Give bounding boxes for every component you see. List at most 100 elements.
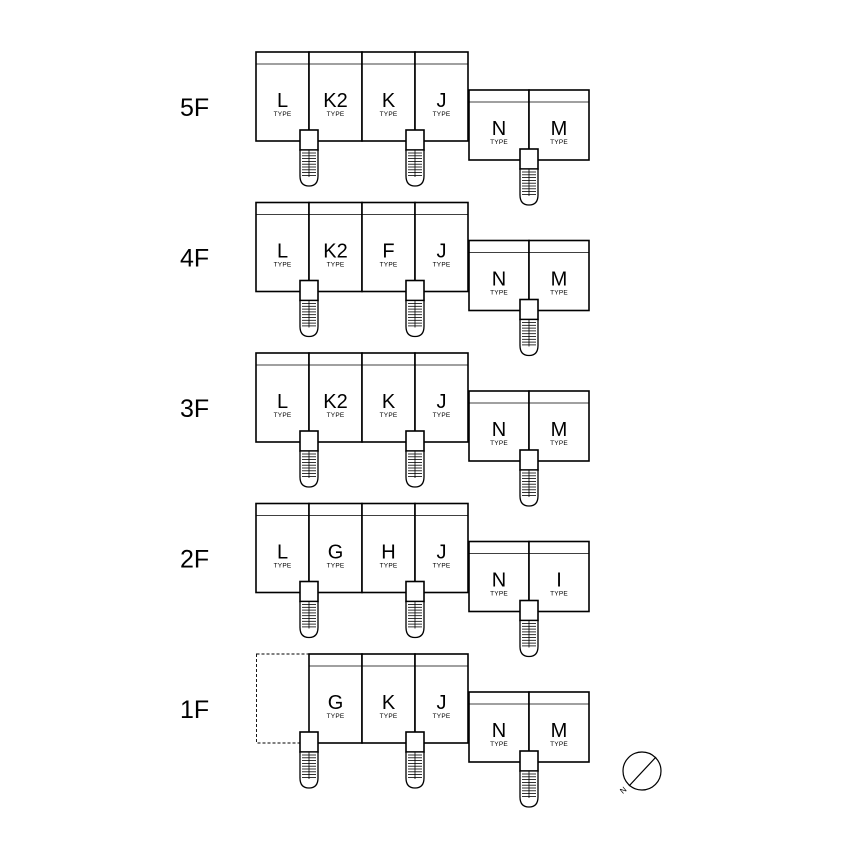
stair-icon [519, 599, 539, 658]
unit-type-label: TYPE [274, 111, 292, 118]
unit-type-label: TYPE [380, 412, 398, 419]
unit-type-label: TYPE [550, 290, 568, 297]
unit-letter: K2 [323, 391, 347, 413]
stair-icon [405, 129, 425, 187]
unit-type-label: TYPE [327, 262, 345, 269]
unit-type-label: TYPE [380, 563, 398, 570]
north-arrow-icon: N [618, 751, 662, 796]
void-area-outline [256, 653, 310, 744]
unit-letter: G [328, 542, 344, 564]
unit-type-label: TYPE [490, 139, 508, 146]
unit-letter: H [381, 542, 395, 564]
stair-icon [405, 279, 425, 338]
floor-label: 4F [180, 245, 209, 273]
unit-type-label: TYPE [433, 262, 451, 269]
stair-icon [405, 430, 425, 488]
unit-letter: J [437, 90, 447, 112]
unit-letter: K2 [323, 90, 347, 112]
floor-label: 1F [180, 696, 209, 724]
unit-type-label: TYPE [433, 412, 451, 419]
unit-type-label: TYPE [490, 290, 508, 297]
stair-icon [519, 298, 539, 357]
unit-letter: L [277, 391, 288, 413]
unit-type-label: TYPE [433, 111, 451, 118]
unit-type-label: TYPE [550, 591, 568, 598]
stair-icon [519, 750, 539, 808]
stair-icon [519, 449, 539, 507]
stair-icon [405, 731, 425, 789]
unit-letter: F [382, 241, 394, 263]
unit-letter: J [437, 391, 447, 413]
unit-type-label: TYPE [490, 741, 508, 748]
unit-letter: M [551, 419, 568, 441]
unit-type-label: TYPE [490, 440, 508, 447]
stair-icon [299, 580, 319, 639]
unit-type-label: TYPE [327, 563, 345, 570]
unit-letter: M [551, 118, 568, 140]
unit-letter: K [382, 692, 396, 714]
unit-type-label: TYPE [327, 111, 345, 118]
stair-icon [299, 731, 319, 789]
unit-letter: M [551, 720, 568, 742]
compass-letter: N [618, 785, 628, 796]
unit-type-label: TYPE [380, 262, 398, 269]
unit-type-label: TYPE [327, 412, 345, 419]
unit-type-label: TYPE [550, 440, 568, 447]
stair-icon [299, 430, 319, 488]
stair-icon [299, 129, 319, 187]
unit-letter: N [492, 118, 506, 140]
unit-type-label: TYPE [433, 563, 451, 570]
unit-letter: J [437, 542, 447, 564]
floor-label: 3F [180, 395, 209, 423]
stair-icon [299, 279, 319, 338]
unit-type-label: TYPE [274, 262, 292, 269]
unit-letter: N [492, 570, 506, 592]
unit-type-label: TYPE [550, 741, 568, 748]
floor-label: 5F [180, 94, 209, 122]
unit-letter: N [492, 419, 506, 441]
unit-letter: K2 [323, 241, 347, 263]
unit-letter: J [437, 241, 447, 263]
unit-type-label: TYPE [274, 412, 292, 419]
unit-letter: K [382, 391, 396, 413]
unit-type-label: TYPE [274, 563, 292, 570]
unit-letter: K [382, 90, 396, 112]
unit-type-label: TYPE [380, 111, 398, 118]
unit-letter: N [492, 269, 506, 291]
unit-type-label: TYPE [490, 591, 508, 598]
floor-label: 2F [180, 546, 209, 574]
unit-letter: G [328, 692, 344, 714]
unit-letter: L [277, 90, 288, 112]
stair-icon [519, 148, 539, 206]
